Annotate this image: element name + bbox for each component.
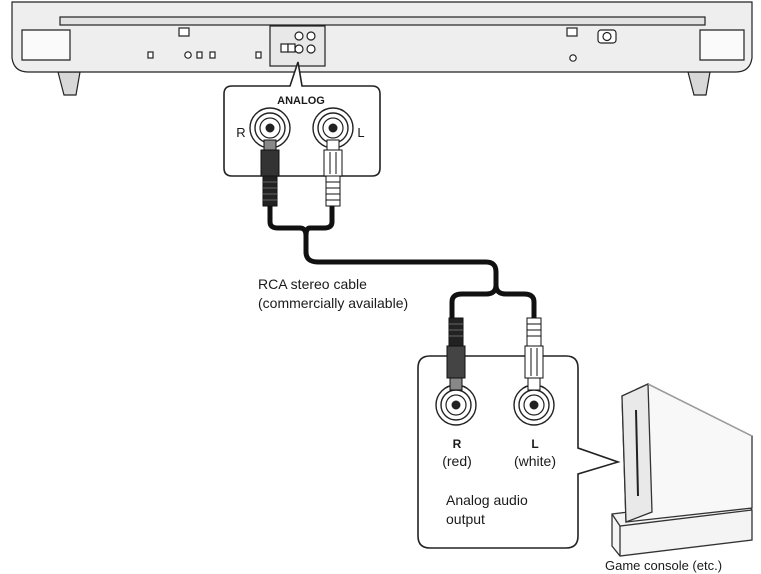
screw-slot bbox=[255, 51, 262, 59]
cable-wire-right bbox=[267, 203, 499, 321]
panel-jack-3 bbox=[294, 44, 304, 54]
screw bbox=[569, 54, 577, 62]
power-switch-knob bbox=[602, 31, 612, 42]
panel-jack-4 bbox=[306, 44, 316, 54]
output-callout: R (red) L (white) Analog audio output bbox=[417, 355, 621, 549]
output-l-color: (white) bbox=[514, 453, 556, 469]
console-caption: Game console (etc.) bbox=[605, 558, 722, 573]
analog-callout: ANALOG R L bbox=[223, 61, 381, 177]
screw bbox=[184, 51, 192, 59]
callout-box bbox=[223, 61, 381, 177]
analog-jack-left bbox=[312, 107, 354, 149]
screw-slot bbox=[147, 51, 154, 59]
analog-label: ANALOG bbox=[277, 95, 325, 107]
jack-r-label: R bbox=[236, 125, 245, 140]
output-jack-left bbox=[513, 384, 555, 426]
panel-optical-port bbox=[287, 43, 296, 53]
plug-upper-left bbox=[323, 139, 343, 207]
game-console-illustration bbox=[611, 382, 753, 557]
output-l-label: L bbox=[531, 437, 538, 451]
soundbar-top-rail bbox=[59, 16, 706, 26]
console-disc-slot bbox=[635, 409, 639, 497]
rca-stereo-cable bbox=[267, 203, 537, 321]
output-caption-line1: Analog audio bbox=[446, 492, 528, 508]
plug-lower-right bbox=[446, 317, 466, 391]
panel-optical-port bbox=[280, 43, 289, 53]
cable-wire-left bbox=[303, 203, 537, 321]
screw-slot bbox=[209, 51, 216, 59]
soundbar-rear-panel bbox=[11, 1, 753, 96]
mount-hole bbox=[566, 27, 578, 37]
panel-jack-left bbox=[306, 31, 316, 41]
jack-l-label: L bbox=[357, 125, 364, 140]
mount-hole bbox=[178, 27, 190, 37]
output-jack-right bbox=[435, 384, 477, 426]
output-r-color: (red) bbox=[442, 453, 472, 469]
soundbar-body bbox=[11, 1, 753, 73]
output-caption-line2: output bbox=[446, 511, 485, 527]
cable-caption-line2: (commercially available) bbox=[258, 295, 408, 311]
soundbar-foot-right bbox=[687, 71, 711, 96]
cable-caption-line1: RCA stereo cable bbox=[258, 276, 367, 292]
soundbar-foot-left bbox=[57, 71, 81, 96]
soundbar-side-recess-right bbox=[699, 29, 745, 61]
soundbar-side-recess-left bbox=[21, 29, 71, 61]
panel-jack-right bbox=[294, 31, 304, 41]
screw-slot bbox=[196, 51, 203, 59]
plug-upper-right bbox=[260, 139, 280, 207]
output-r-label: R bbox=[453, 437, 462, 451]
plug-lower-left bbox=[524, 317, 544, 391]
